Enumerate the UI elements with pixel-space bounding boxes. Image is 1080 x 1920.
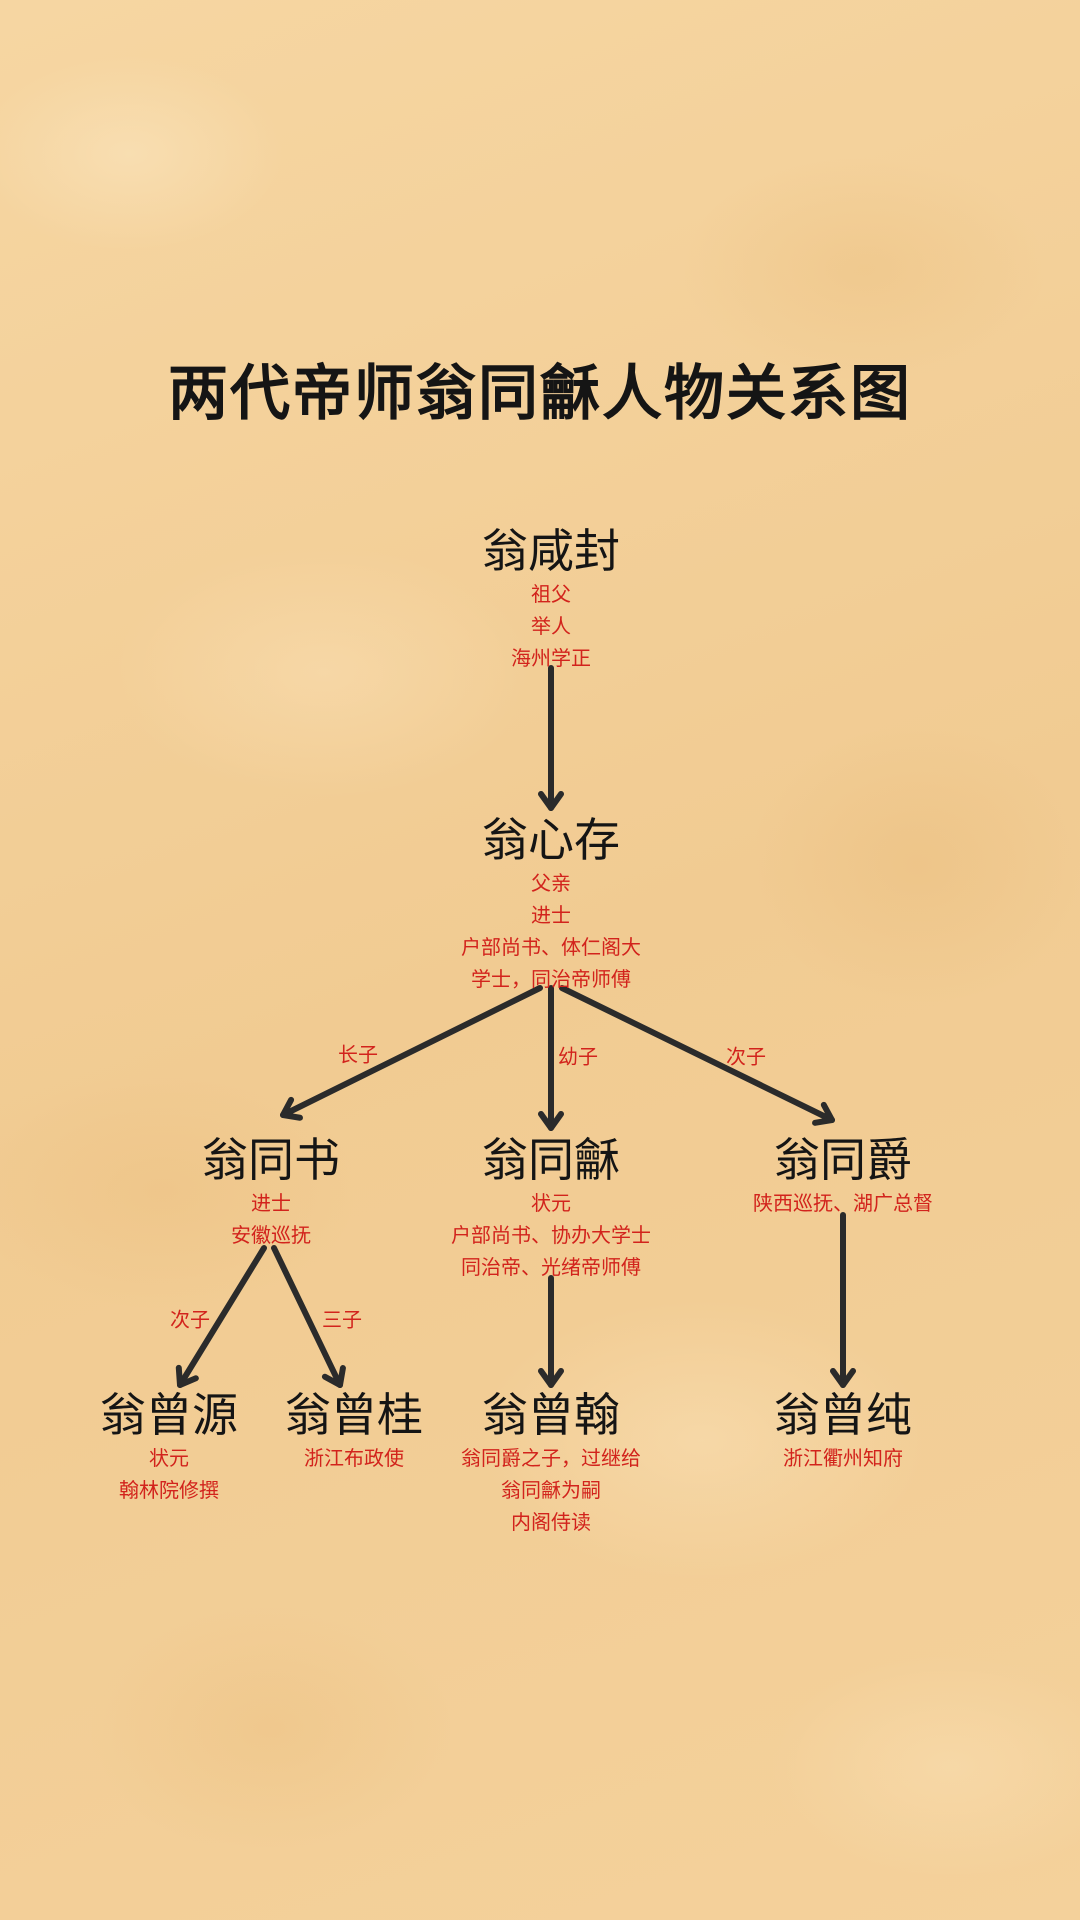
- edge-label-second-son-of-tongshu: 次子: [170, 1307, 210, 1332]
- node-weng-xincun: 翁心存 父亲 进士 户部尚书、体仁阁大 学士，同治帝师傅: [401, 813, 701, 995]
- node-detail: 内阁侍读: [511, 1510, 591, 1534]
- node-detail: 浙江衢州知府: [783, 1446, 903, 1470]
- node-detail: 海州学正: [511, 646, 591, 670]
- node-detail: 同治帝、光绪帝师傅: [461, 1255, 641, 1279]
- node-name: 翁曾纯: [774, 1388, 912, 1442]
- node-name: 翁同书: [202, 1133, 340, 1187]
- node-weng-zenghan: 翁曾翰 翁同爵之子，过继给 翁同龢为嗣 内阁侍读: [401, 1388, 701, 1538]
- node-weng-xianfeng: 翁咸封 祖父 举人 海州学正: [401, 524, 701, 674]
- node-weng-tonghe: 翁同龢 状元 户部尚书、协办大学士 同治帝、光绪帝师傅: [401, 1133, 701, 1283]
- node-name: 翁咸封: [482, 524, 620, 578]
- node-detail: 进士: [251, 1191, 291, 1215]
- arrow-tongshu-zenggui: [271, 1245, 346, 1388]
- node-detail: 翁同爵之子，过继给: [461, 1446, 641, 1470]
- node-detail: 陕西巡抚、湖广总督: [753, 1191, 933, 1215]
- edge-label-eldest-son: 长子: [338, 1042, 378, 1067]
- arrow-xincun-tongshu: [280, 985, 543, 1121]
- arrow-xincun-tongjue: [559, 985, 835, 1126]
- node-detail: 翰林院修撰: [119, 1478, 219, 1502]
- node-detail: 学士，同治帝师傅: [471, 967, 631, 991]
- node-weng-tongshu: 翁同书 进士 安徽巡抚: [121, 1133, 421, 1251]
- node-detail: 安徽巡抚: [231, 1223, 311, 1247]
- node-name: 翁心存: [482, 813, 620, 867]
- edge-label-youngest-son: 幼子: [558, 1044, 598, 1069]
- node-detail: 翁同龢为嗣: [501, 1478, 601, 1502]
- node-detail: 状元: [531, 1191, 571, 1215]
- node-detail: 进士: [531, 903, 571, 927]
- node-weng-zengyuan: 翁曾源 状元 翰林院修撰: [49, 1388, 289, 1506]
- node-weng-zengchun: 翁曾纯 浙江衢州知府: [693, 1388, 993, 1474]
- diagram-title: 两代帝师翁同龢人物关系图: [168, 359, 912, 429]
- node-name: 翁曾翰: [482, 1388, 620, 1442]
- node-detail: 状元: [149, 1446, 189, 1470]
- edge-label-second-son: 次子: [726, 1044, 766, 1069]
- node-detail: 户部尚书、协办大学士: [451, 1223, 651, 1247]
- node-name: 翁曾桂: [285, 1388, 423, 1442]
- node-detail: 举人: [531, 614, 571, 638]
- node-detail: 祖父: [531, 582, 571, 606]
- edge-label-third-son-of-tongshu: 三子: [322, 1307, 362, 1332]
- node-detail: 浙江布政使: [304, 1446, 404, 1470]
- node-name: 翁同龢: [482, 1133, 620, 1187]
- node-name: 翁曾源: [100, 1388, 238, 1442]
- arrow-tongshu-zengyuan: [175, 1245, 267, 1388]
- node-weng-tongjue: 翁同爵 陕西巡抚、湖广总督: [693, 1133, 993, 1219]
- node-detail: 户部尚书、体仁阁大: [461, 935, 641, 959]
- node-detail: 父亲: [531, 871, 571, 895]
- node-name: 翁同爵: [774, 1133, 912, 1187]
- node-weng-zenggui: 翁曾桂 浙江布政使: [234, 1388, 474, 1474]
